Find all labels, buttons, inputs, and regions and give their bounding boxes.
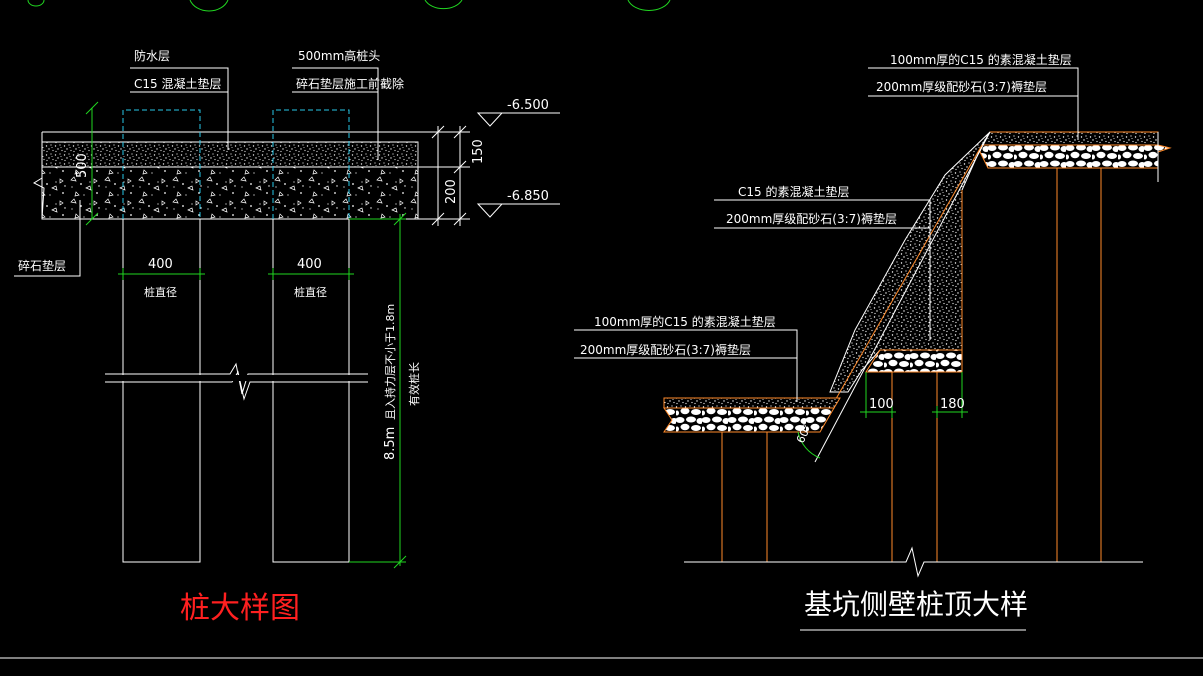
mid-gravel-layer (865, 349, 963, 373)
top-arc-marks (27, 0, 671, 12)
right-piles (721, 168, 1102, 562)
c15-cushion-band (41, 141, 419, 168)
leader-mid (714, 199, 931, 340)
pile-break-symbol-2 (105, 370, 368, 401)
label-pile-dia-right: 桩直径 (294, 285, 327, 299)
pile-head-right (272, 109, 350, 219)
gravel-cushion-band (41, 166, 419, 220)
label-pile-dia-left: 桩直径 (144, 285, 177, 299)
top-c15-layer (981, 131, 1159, 146)
dim-180: 180 (940, 397, 965, 412)
left-detail-title: 桩大样图 (180, 591, 300, 626)
leader-top (868, 67, 1079, 140)
top-gravel-layer (979, 144, 1172, 169)
label-mid-sand: 200mm厚级配砂石(3:7)褥垫层 (726, 211, 897, 226)
leader-gravel (14, 200, 81, 277)
label-gravel-cushion: 碎石垫层 (18, 258, 66, 273)
label-gravel-remove: 碎石垫层施工前截除 (296, 76, 404, 91)
label-low-c15: 100mm厚的C15 的素混凝土垫层 (594, 314, 776, 329)
dim-8-5m: 8.5m (383, 427, 398, 460)
slope-outer-line (814, 131, 991, 463)
dim-400-left: 400 (148, 257, 173, 272)
low-c15-layer (663, 397, 841, 409)
elevation-bottom: -6.850 (507, 189, 549, 204)
slope-inner-line (832, 144, 983, 405)
pile-head-left (122, 109, 201, 219)
label-c15-cushion: C15 混凝土垫层 (134, 76, 221, 91)
label-low-sand: 200mm厚级配砂石(3:7)褥垫层 (580, 342, 751, 357)
label-top-c15: 100mm厚的C15 的素混凝土垫层 (890, 52, 1072, 67)
dim-150: 150 (471, 139, 486, 164)
elevation-marker-bottom (476, 203, 560, 218)
leader-waterproof (130, 67, 229, 150)
pile-right (272, 218, 350, 563)
leader-low (574, 329, 798, 402)
leader-pile-head (292, 67, 379, 160)
pile-left (122, 218, 201, 563)
dim-200: 200 (444, 179, 459, 204)
left-pile-detail: 防水层 C15 混凝土垫层 500mm高桩头 碎石垫层施工前截除 碎石垫层 50… (14, 48, 560, 626)
label-top-sand: 200mm厚级配砂石(3:7)褥垫层 (876, 79, 1047, 94)
elevation-marker-top (476, 112, 560, 127)
label-mid-c15: C15 的素混凝土垫层 (738, 184, 849, 199)
low-gravel-layer (663, 407, 835, 433)
angle-arc (797, 431, 821, 459)
label-bearing-note: 且入持力层不小于1.8m (383, 304, 397, 420)
dim-100: 100 (869, 397, 894, 412)
break-line-left (32, 132, 45, 220)
right-pile-top-detail: 100 180 60° 100mm厚的C15 的素混凝土垫层 200mm厚级配砂… (574, 52, 1172, 631)
ground-break-line (684, 546, 1143, 578)
label-pile-head-500: 500mm高桩头 (298, 48, 380, 63)
dim-400-right: 400 (297, 257, 322, 272)
dim-500: 500 (75, 153, 90, 178)
label-effective-len: 有效桩长 (407, 362, 421, 406)
label-waterproof: 防水层 (134, 48, 170, 63)
elevation-top: -6.500 (507, 98, 549, 113)
slope-c15-band (829, 131, 991, 393)
right-detail-title: 基坑侧壁桩顶大样 (804, 588, 1028, 621)
